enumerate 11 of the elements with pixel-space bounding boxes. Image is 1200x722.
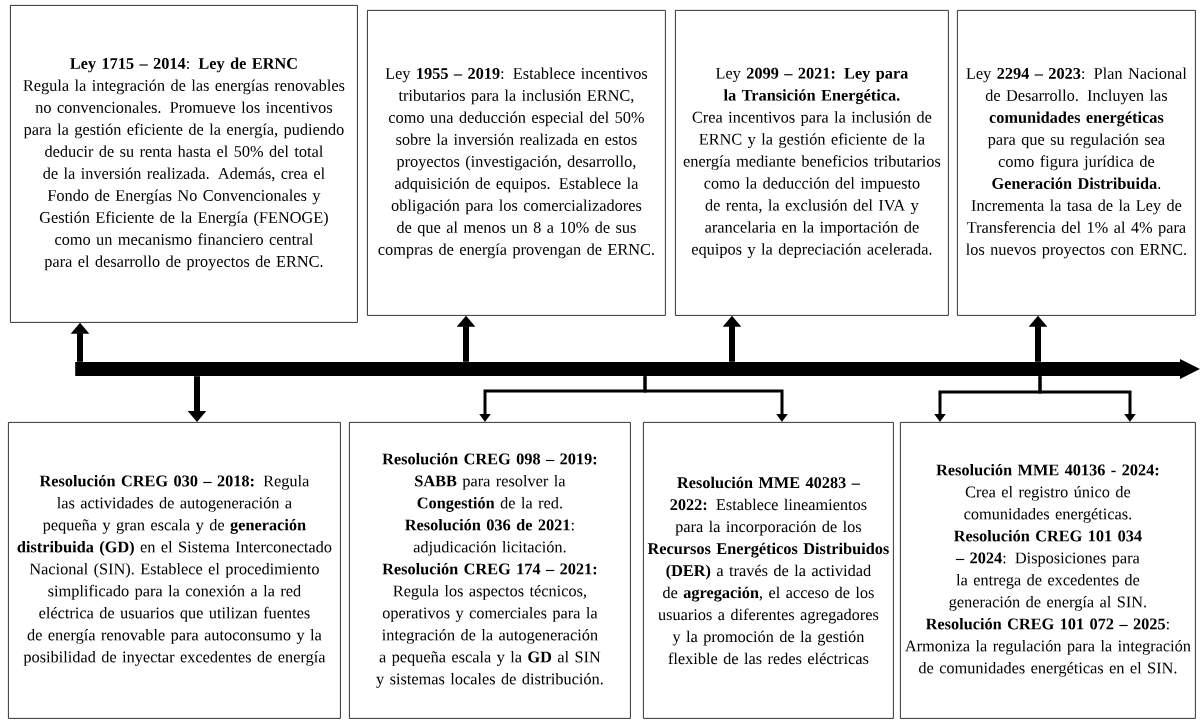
timeline-arrow	[75, 359, 1200, 379]
resolution-box: Resolución MME 40136 - 2024: Crea el registro único de comunidades energéticas. Resolución CREG 101 034 – 2024: Disposiciones para la entrega de excedentes de generación de energía al SIN. Resolución CREG 101 072 – 2025: Armoniza la regulación para la integración de comunidades energéticas en el SIN.	[900, 422, 1196, 719]
resolution-box: Resolución CREG 098 – 2019: SABB para resolver la Congestión de la red. Resolución 036 de 2021: adjudicación licitación. Resolución CREG 174 – 2021: Regula los aspectos técnicos, operativos y comerciales para la integración de la autogeneración a pequeña escala y la GD al SIN y sistemas locales de distribución.	[349, 422, 631, 719]
law-box: Ley 1715 – 2014: Ley de ERNC Regula la integración de las energías renovables no convencionales. Promueve los incentivos para la gestión eficiente de la energía, pudiendo deducir de su renta hasta el 50% del total de la inversión realizada. Además, crea el Fondo de Energías No Convencionales y Gestión Eficiente de la Energía (FENOGE) como un mecanismo financiero central para el desarrollo de proyectos de ERNC.	[10, 5, 358, 323]
resolution-box: Resolución CREG 030 – 2018: Regula las actividades de autogeneración a pequeña y gran escala y de generación distribuida (GD) en el Sistema Interconectado Nacional (SIN). Establece el procedimiento simplificado para la conexión a la red eléctrica de usuarios que utilizan fuentes de energía renovable para autoconsumo y la posibilidad de inyectar excedentes de energía	[8, 422, 341, 719]
resolution-box: Resolución MME 40283 – 2022: Establece lineamientos para la incorporación de los Recursos Energéticos Distribuidos (DER) a través de la actividad de agregación, el acceso de los usuarios a diferentes agregadores y la promoción de la gestión flexible de las redes eléctricas	[643, 422, 894, 719]
law-box: Ley 1955 – 2019: Establece incentivos tributarios para la inclusión ERNC, como una deducción especial del 50% sobre la inversión realizada en estos proyectos (investigación, desarrollo, adquisición de equipos. Establece la obligación para los comercializadores de que al menos un 8 a 10% de sus compras de energía provengan de ERNC.	[367, 10, 666, 316]
law-box: Ley 2099 – 2021: Ley para la Transición Energética. Crea incentivos para la inclusión de ERNC y la gestión eficiente de la energía mediante beneficios tributarios como la deducción del impuesto de renta, la exclusión del IVA y arancelaria en la importación de equipos y la depreciación acelerada.	[675, 10, 949, 316]
law-box: Ley 2294 – 2023: Plan Nacional de Desarrollo. Incluyen las comunidades energéticas para que su regulación sea como figura jurídica de Generación Distribuida. Incrementa la tasa de la Ley de Transferencia del 1% al 4% para los nuevos proyectos con ERNC.	[957, 10, 1196, 316]
arrow	[1038, 376, 1136, 422]
arrow	[643, 376, 788, 422]
